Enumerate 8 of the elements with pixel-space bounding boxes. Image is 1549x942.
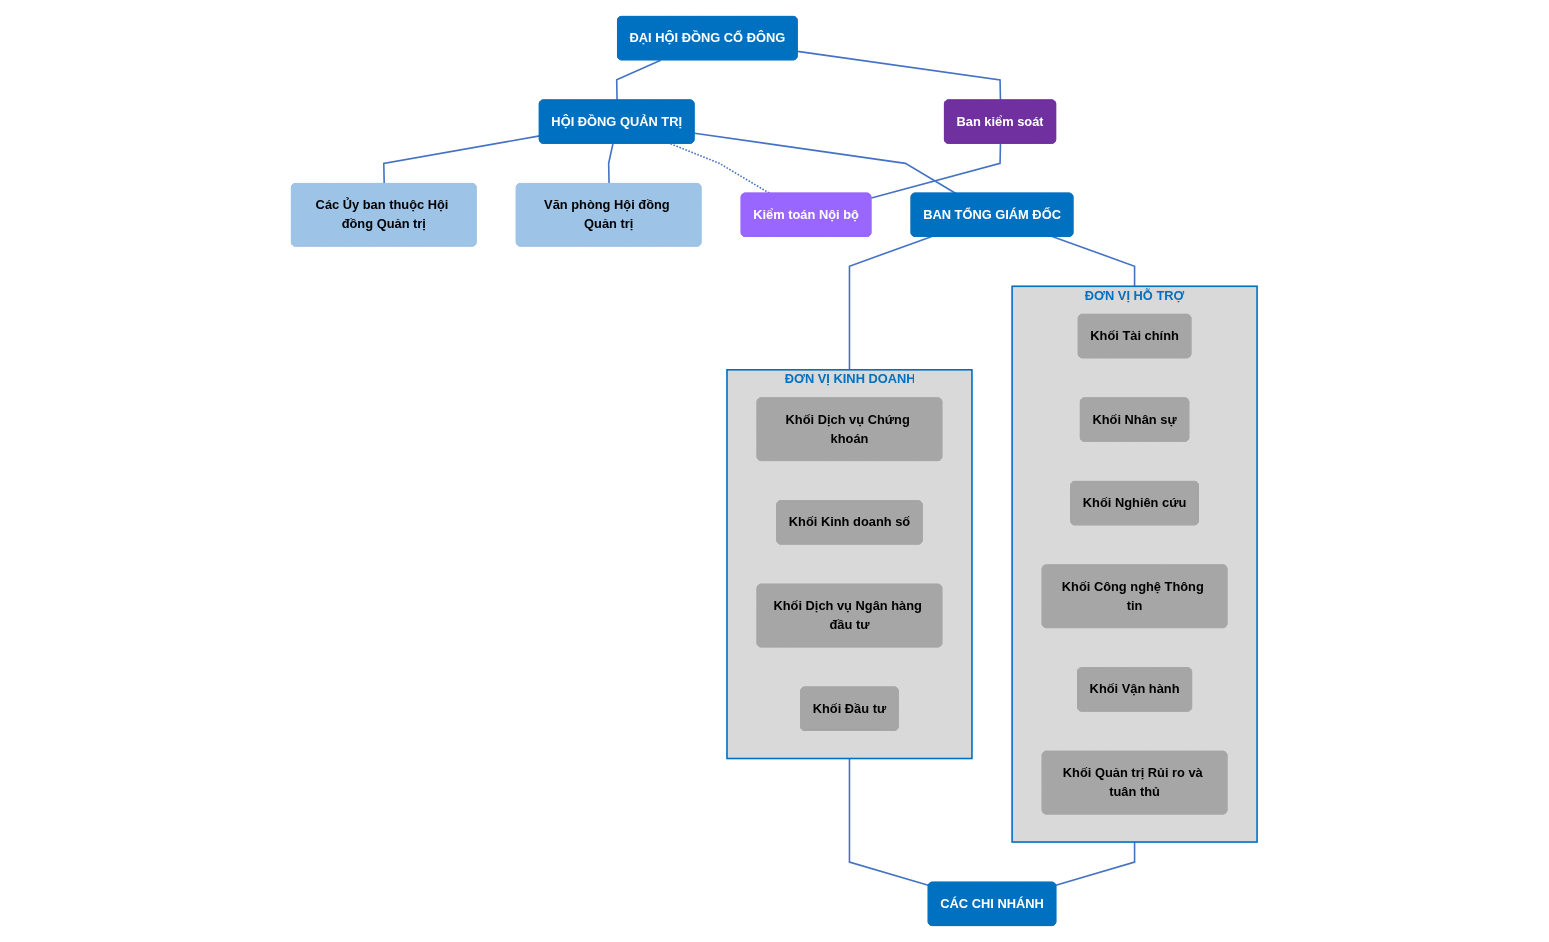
connector [1051, 235, 1136, 288]
connector [693, 132, 957, 195]
connector [608, 142, 614, 185]
connector [870, 142, 1002, 199]
connector [383, 135, 541, 185]
connector [848, 757, 930, 886]
connector [1055, 841, 1136, 886]
connector [848, 235, 933, 371]
